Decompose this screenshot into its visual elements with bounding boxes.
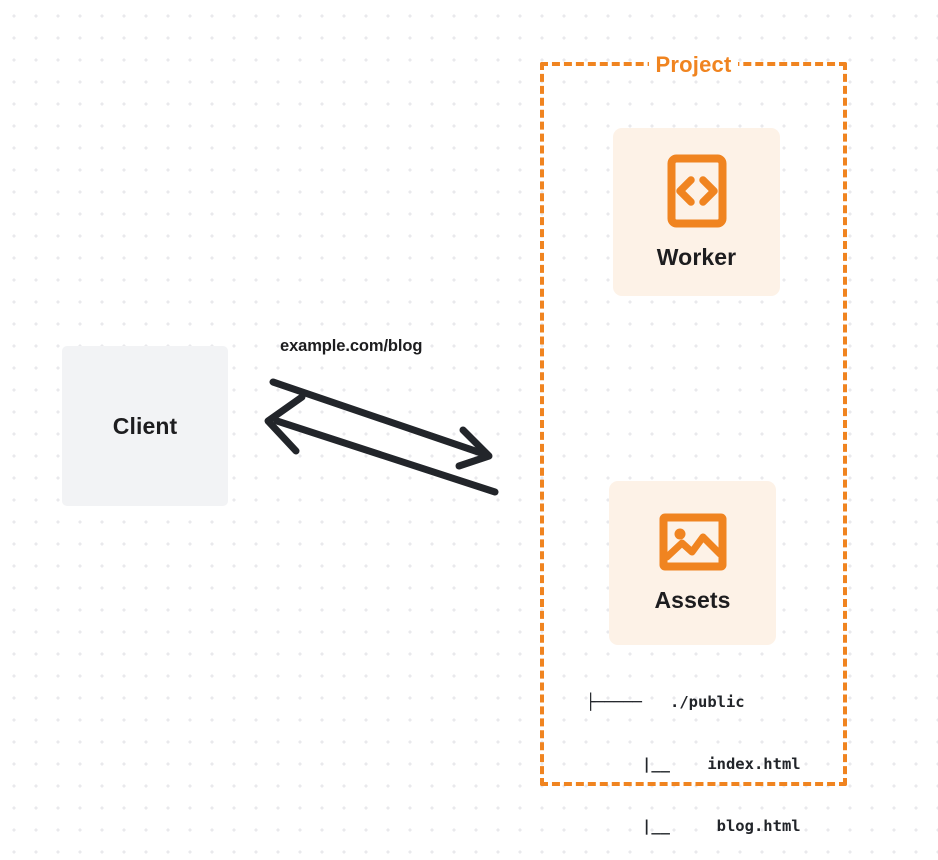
node-client-label: Client: [112, 412, 178, 439]
arrow-response-icon: [264, 393, 499, 496]
image-picture-icon: [659, 513, 726, 570]
node-assets-label: Assets: [654, 586, 731, 613]
edge-label-url: example.com/blog: [280, 337, 423, 355]
file-tree-row: ├───── ./public: [586, 692, 745, 711]
code-brackets-icon: [667, 154, 726, 227]
file-tree-row: |__ index.html: [586, 754, 801, 773]
arrow-request-icon: [269, 378, 493, 470]
node-client[interactable]: Client: [62, 346, 228, 506]
container-project: Project: [540, 52, 847, 786]
container-project-title: Project: [648, 52, 739, 78]
file-tree-row: |__ blog.html: [586, 817, 801, 836]
node-worker[interactable]: Worker: [613, 128, 780, 296]
node-worker-label: Worker: [656, 243, 737, 270]
assets-file-tree: ├───── ./public |__ index.html |__ blog.…: [586, 650, 801, 860]
node-assets[interactable]: Assets: [609, 481, 776, 645]
